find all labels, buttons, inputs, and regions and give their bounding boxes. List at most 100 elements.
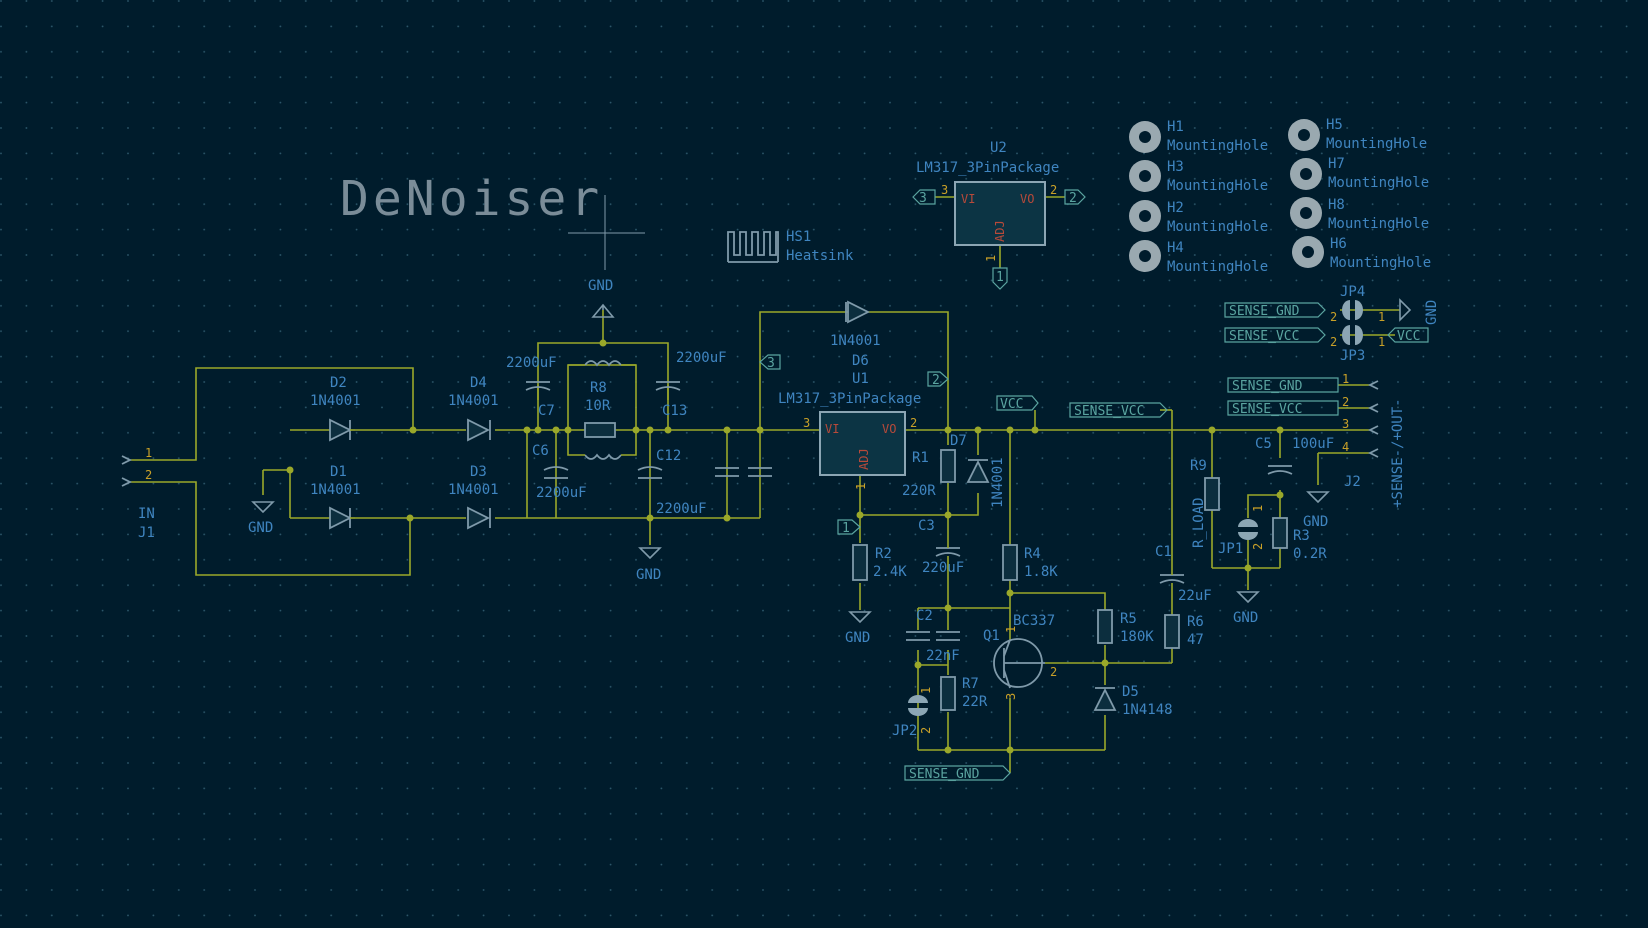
connector-j2[interactable]: 1 2 3 4 J2 +SENSE-/+OUT- bbox=[1342, 372, 1406, 508]
heatsink-hs1[interactable]: HS1 Heatsink bbox=[727, 229, 854, 264]
svg-text:180K: 180K bbox=[1120, 629, 1154, 645]
capacitor-c2[interactable]: C2 22nF bbox=[906, 608, 960, 664]
svg-text:VI: VI bbox=[825, 422, 839, 436]
jumper-jp1[interactable]: 1 2 JP1 bbox=[1218, 505, 1265, 557]
svg-text:1: 1 bbox=[1378, 335, 1385, 349]
diode-d4[interactable]: D4 1N4001 bbox=[448, 375, 499, 442]
resistor-r4[interactable]: R4 1.8K bbox=[1002, 544, 1058, 581]
svg-text:H8: H8 bbox=[1328, 197, 1345, 213]
resistor-r7[interactable]: R7 22R bbox=[940, 676, 988, 711]
svg-text:D7: D7 bbox=[950, 433, 967, 449]
capacitor-c5[interactable]: C5 100uF bbox=[1255, 436, 1334, 475]
capacitor-c3[interactable]: C3 220uF bbox=[918, 518, 964, 576]
capacitor-c1[interactable]: C1 22uF bbox=[1155, 544, 1212, 604]
svg-text:VI: VI bbox=[961, 192, 975, 206]
svg-text:2: 2 bbox=[932, 373, 940, 388]
svg-text:MountingHole: MountingHole bbox=[1167, 178, 1268, 194]
capacitor-c12[interactable]: C12 2200uF bbox=[637, 448, 707, 517]
net-label-sense-vcc-j2: SENSE_VCC bbox=[1227, 400, 1339, 417]
regulator-u1[interactable]: VI VO ADJ 3 2 1 U1 LM317_3PinPackage bbox=[778, 371, 921, 490]
resistor-r1[interactable]: R1 220R bbox=[902, 449, 956, 499]
gnd-symbol-filter: GND bbox=[636, 547, 662, 583]
svg-text:1: 1 bbox=[984, 255, 998, 262]
svg-text:H5: H5 bbox=[1326, 117, 1343, 133]
regulator-u2[interactable]: VI VO ADJ 3 2 1 U2 LM317_3PinPackage bbox=[916, 140, 1059, 262]
svg-text:GND: GND bbox=[1303, 514, 1328, 530]
svg-text:1: 1 bbox=[842, 521, 850, 536]
svg-text:1N4001: 1N4001 bbox=[448, 393, 499, 409]
svg-text:1N4148: 1N4148 bbox=[1122, 702, 1173, 718]
svg-text:LM317_3PinPackage: LM317_3PinPackage bbox=[778, 391, 921, 407]
svg-text:47: 47 bbox=[1187, 632, 1204, 648]
svg-text:Heatsink: Heatsink bbox=[786, 248, 854, 264]
diode-d1[interactable]: D1 1N4001 bbox=[310, 464, 361, 530]
svg-text:VO: VO bbox=[882, 422, 896, 436]
svg-text:1: 1 bbox=[1251, 505, 1265, 512]
mounting-hole-h8[interactable]: H8 MountingHole bbox=[1290, 197, 1429, 232]
svg-text:1: 1 bbox=[919, 687, 933, 694]
svg-text:1: 1 bbox=[1004, 626, 1018, 633]
capacitor-c6[interactable]: C6 2200uF bbox=[532, 443, 587, 501]
svg-text:GND: GND bbox=[1424, 300, 1440, 325]
resistor-r5[interactable]: R5 180K bbox=[1097, 609, 1154, 645]
net-label-sense-vcc-jp3: SENSE_VCC bbox=[1224, 327, 1326, 344]
mounting-hole-h6[interactable]: H6 MountingHole bbox=[1292, 236, 1431, 271]
diode-d3[interactable]: D3 1N4001 bbox=[448, 464, 499, 530]
svg-text:1N4001: 1N4001 bbox=[310, 393, 361, 409]
svg-text:MountingHole: MountingHole bbox=[1167, 259, 1268, 275]
mounting-hole-h7[interactable]: H7 MountingHole bbox=[1290, 156, 1429, 191]
connector-j1[interactable]: 1 2 IN J1 bbox=[121, 446, 155, 541]
resistor-r3[interactable]: R3 0.2R bbox=[1272, 517, 1327, 562]
gnd-symbol-top: GND bbox=[588, 278, 615, 318]
hier-label-2-right: 2 bbox=[927, 371, 949, 388]
svg-text:ADJ: ADJ bbox=[993, 220, 1007, 242]
svg-text:HS1: HS1 bbox=[786, 229, 811, 245]
capacitor-unlabeled-b[interactable] bbox=[748, 467, 772, 477]
svg-text:1: 1 bbox=[145, 446, 152, 460]
resistor-r2[interactable]: R2 2.4K bbox=[852, 544, 907, 581]
gnd-symbol-bridge: GND bbox=[248, 501, 275, 536]
diode-d6[interactable]: 1N4001 D6 bbox=[830, 300, 881, 369]
mounting-hole-h2[interactable]: H2 MountingHole bbox=[1129, 200, 1268, 235]
svg-text:0.2R: 0.2R bbox=[1293, 546, 1327, 562]
jumper-jp2[interactable]: 1 2 JP2 bbox=[892, 687, 933, 739]
svg-text:H3: H3 bbox=[1167, 159, 1184, 175]
svg-text:J2: J2 bbox=[1344, 474, 1361, 490]
svg-text:1N4001: 1N4001 bbox=[448, 482, 499, 498]
resistor-r9[interactable]: R9 R_LOAD bbox=[1190, 458, 1220, 548]
gnd-symbol-jp4: GND bbox=[1399, 298, 1440, 325]
resistor-r6[interactable]: R6 47 bbox=[1164, 614, 1204, 649]
svg-text:2: 2 bbox=[1342, 395, 1349, 409]
svg-text:1: 1 bbox=[1378, 310, 1385, 324]
mounting-hole-h3[interactable]: H3 MountingHole bbox=[1129, 159, 1268, 194]
jumper-jp3[interactable]: 2 1 JP3 bbox=[1330, 325, 1385, 364]
svg-text:C2: C2 bbox=[916, 608, 933, 624]
svg-text:GND: GND bbox=[1233, 610, 1258, 626]
svg-text:MountingHole: MountingHole bbox=[1328, 216, 1429, 232]
svg-text:2200uF: 2200uF bbox=[506, 355, 557, 371]
hier-label-u2-2: 2 bbox=[1064, 189, 1086, 206]
capacitor-c13[interactable]: 2200uF C13 bbox=[655, 350, 727, 419]
jumper-jp4[interactable]: 2 1 JP4 bbox=[1330, 284, 1385, 324]
hier-label-1-adj: 1 bbox=[837, 519, 861, 536]
svg-text:U2: U2 bbox=[990, 140, 1007, 156]
diode-d5[interactable]: D5 1N4148 bbox=[1093, 684, 1173, 718]
mounting-hole-h1[interactable]: H1 MountingHole bbox=[1129, 119, 1268, 154]
capacitor-c7[interactable]: 2200uF C7 bbox=[506, 355, 557, 419]
svg-text:GND: GND bbox=[845, 630, 870, 646]
diode-d2[interactable]: D2 1N4001 bbox=[310, 375, 361, 442]
svg-text:R4: R4 bbox=[1024, 546, 1041, 562]
mounting-hole-h5[interactable]: H5 MountingHole bbox=[1288, 117, 1427, 152]
svg-text:3: 3 bbox=[803, 416, 810, 430]
svg-text:1: 1 bbox=[1342, 372, 1349, 386]
svg-text:H1: H1 bbox=[1167, 119, 1184, 135]
diode-d7[interactable]: D7 1N4001 bbox=[950, 433, 1006, 508]
svg-text:SENSE_GND: SENSE_GND bbox=[909, 767, 980, 782]
svg-text:R8: R8 bbox=[590, 380, 607, 396]
resistor-r8[interactable]: R8 10R bbox=[584, 380, 616, 438]
capacitor-unlabeled-a[interactable] bbox=[715, 467, 739, 477]
svg-text:R_LOAD: R_LOAD bbox=[1191, 497, 1207, 548]
mounting-hole-h4[interactable]: H4 MountingHole bbox=[1129, 240, 1268, 275]
transistor-q1[interactable]: Q1 BC337 2 1 3 bbox=[983, 613, 1057, 700]
